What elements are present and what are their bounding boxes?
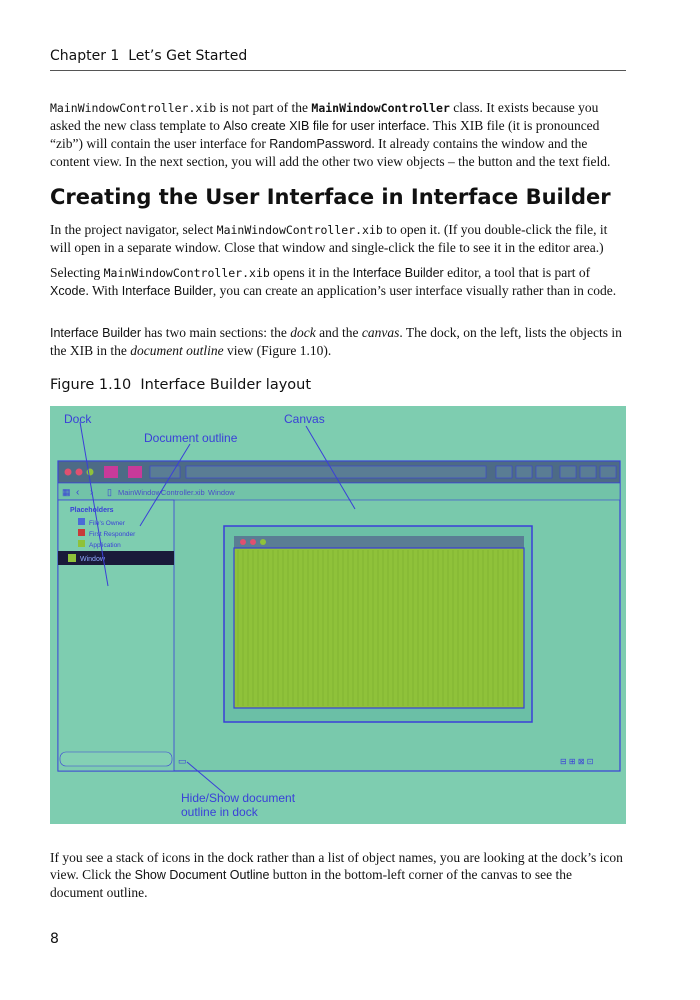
window-icon bbox=[68, 554, 76, 562]
stop-icon bbox=[128, 466, 142, 478]
debug-toggle-icon bbox=[579, 465, 597, 479]
outline-files-owner: File's Owner bbox=[89, 520, 126, 527]
figure-number: Figure 1.10 bbox=[50, 377, 132, 393]
running-header: Chapter 1 Let’s Get Started bbox=[50, 48, 626, 71]
outline-window-row bbox=[58, 551, 174, 565]
ui-text: Xcode bbox=[50, 284, 86, 298]
designed-zoom-icon bbox=[260, 539, 266, 545]
body-text: view (Figure 1.10). bbox=[223, 343, 332, 358]
emphasis: document outline bbox=[130, 343, 224, 358]
hide-show-outline-icon: ▭ bbox=[178, 756, 187, 766]
canvas-leader-line bbox=[305, 425, 356, 510]
jumpbar-item: Window bbox=[208, 488, 235, 497]
outline-first-responder: First Responder bbox=[89, 531, 136, 538]
jump-bar bbox=[57, 482, 621, 501]
scheme-selector bbox=[149, 465, 181, 479]
body-text: . This XIB file (it is pronounced “zib”)… bbox=[50, 118, 600, 151]
editor-version-icon bbox=[535, 465, 553, 479]
zoom-icon bbox=[86, 468, 94, 476]
first-responder-icon bbox=[78, 529, 85, 536]
run-icon bbox=[104, 466, 118, 478]
figure-illustration: ▦ ‹ › ▯ MainWindowController.xib Window … bbox=[57, 421, 621, 795]
ui-text: Interface Builder bbox=[50, 326, 142, 340]
outline-application: Application bbox=[89, 542, 121, 549]
emphasis: canvas bbox=[361, 325, 400, 340]
callout-canvas: Canvas bbox=[284, 412, 325, 426]
ui-text: RandomPassword bbox=[269, 137, 372, 151]
figure-title: Interface Builder layout bbox=[140, 377, 312, 393]
body-text: button in the bottom-left corner of the … bbox=[50, 867, 572, 900]
filter-field bbox=[59, 751, 173, 767]
page-number: 8 bbox=[50, 931, 59, 947]
paragraph-5: If you see a stack of icons in the dock … bbox=[50, 849, 626, 901]
callout-dock: Dock bbox=[64, 412, 92, 426]
ui-text: Interface Builder bbox=[352, 266, 444, 280]
code-text: MainWindowController.xib bbox=[50, 101, 217, 115]
body-text: If you see a stack of icons in the dock … bbox=[50, 850, 623, 882]
code-text: MainWindowController bbox=[311, 101, 450, 115]
editor-assistant-icon bbox=[515, 465, 533, 479]
callout-hide-show-line1: Hide/Show document bbox=[181, 791, 296, 805]
files-owner-icon bbox=[78, 518, 85, 525]
chapter-title: Let’s Get Started bbox=[128, 48, 248, 64]
section-heading: Creating the User Interface in Interface… bbox=[50, 185, 611, 209]
activity-view bbox=[185, 465, 487, 479]
code-text: MainWindowController.xib bbox=[216, 223, 383, 237]
body-text: In the project navigator, select bbox=[50, 222, 217, 237]
body-text: . It already contains the window and the… bbox=[50, 136, 611, 169]
dock-leader-line bbox=[79, 421, 109, 587]
grid-icon: ▦ bbox=[62, 487, 71, 497]
designed-close-icon bbox=[240, 539, 246, 545]
callout-hide-show-line2: outline in dock bbox=[181, 805, 258, 819]
navigator-toggle-icon bbox=[559, 465, 577, 479]
content-view-texture bbox=[237, 550, 519, 706]
jumpbar-file: MainWindowController.xib bbox=[118, 488, 205, 497]
callout-hide-show: Hide/Show document outline in dock bbox=[181, 791, 295, 819]
close-icon bbox=[64, 468, 72, 476]
paragraph-2: In the project navigator, select MainWin… bbox=[50, 221, 626, 256]
outline-window: Window bbox=[80, 556, 106, 563]
body-text: has two main sections: the bbox=[141, 325, 291, 340]
body-text: , you can create an application’s user i… bbox=[212, 283, 617, 298]
layout-tools-icon: ⊟ ⊞ ⊠ ⊡ bbox=[560, 757, 593, 766]
application-icon bbox=[78, 540, 85, 547]
designed-window-titlebar bbox=[234, 536, 524, 548]
body-text: is not part of the bbox=[216, 100, 312, 115]
code-text: MainWindowController.xib bbox=[103, 266, 270, 280]
body-text: and the bbox=[315, 325, 362, 340]
ui-text: Show Document Outline bbox=[134, 868, 270, 882]
callout-document-outline: Document outline bbox=[144, 431, 238, 445]
outline-placeholders: Placeholders bbox=[70, 507, 114, 514]
body-text: class. It exists because you asked the n… bbox=[50, 100, 599, 133]
body-text: editor, a tool that is part of bbox=[443, 265, 591, 280]
editor-standard-icon bbox=[495, 465, 513, 479]
chapter-number: Chapter 1 bbox=[50, 48, 120, 64]
outline-leader-line bbox=[139, 443, 191, 527]
figure-caption: Figure 1.10 Interface Builder layout bbox=[50, 377, 311, 393]
body-text: opens it in the bbox=[269, 265, 353, 280]
body-text: Selecting bbox=[50, 265, 104, 280]
minimize-icon bbox=[75, 468, 83, 476]
paragraph-4: Interface Builder has two main sections:… bbox=[50, 324, 626, 359]
paragraph-3: Selecting MainWindowController.xib opens… bbox=[50, 264, 626, 300]
file-icon: ▯ bbox=[107, 487, 112, 497]
paragraph-1: MainWindowController.xib is not part of … bbox=[50, 99, 626, 170]
utilities-toggle-icon bbox=[599, 465, 617, 479]
back-icon: ‹ bbox=[76, 487, 79, 498]
figure-interface-builder-layout: ▦ ‹ › ▯ MainWindowController.xib Window … bbox=[50, 406, 626, 824]
body-text: to open it. (If you double-click the fil… bbox=[50, 222, 608, 255]
designed-minimize-icon bbox=[250, 539, 256, 545]
body-text: . The dock, on the left, lists the objec… bbox=[50, 325, 622, 358]
emphasis: dock bbox=[290, 325, 316, 340]
dock bbox=[57, 499, 175, 772]
ui-text: Interface Builder bbox=[121, 284, 213, 298]
content-view bbox=[233, 547, 525, 709]
hide-show-leader-line bbox=[186, 761, 226, 795]
body-text: . With bbox=[85, 283, 122, 298]
ui-text: Also create XIB file for user interface bbox=[223, 119, 427, 133]
